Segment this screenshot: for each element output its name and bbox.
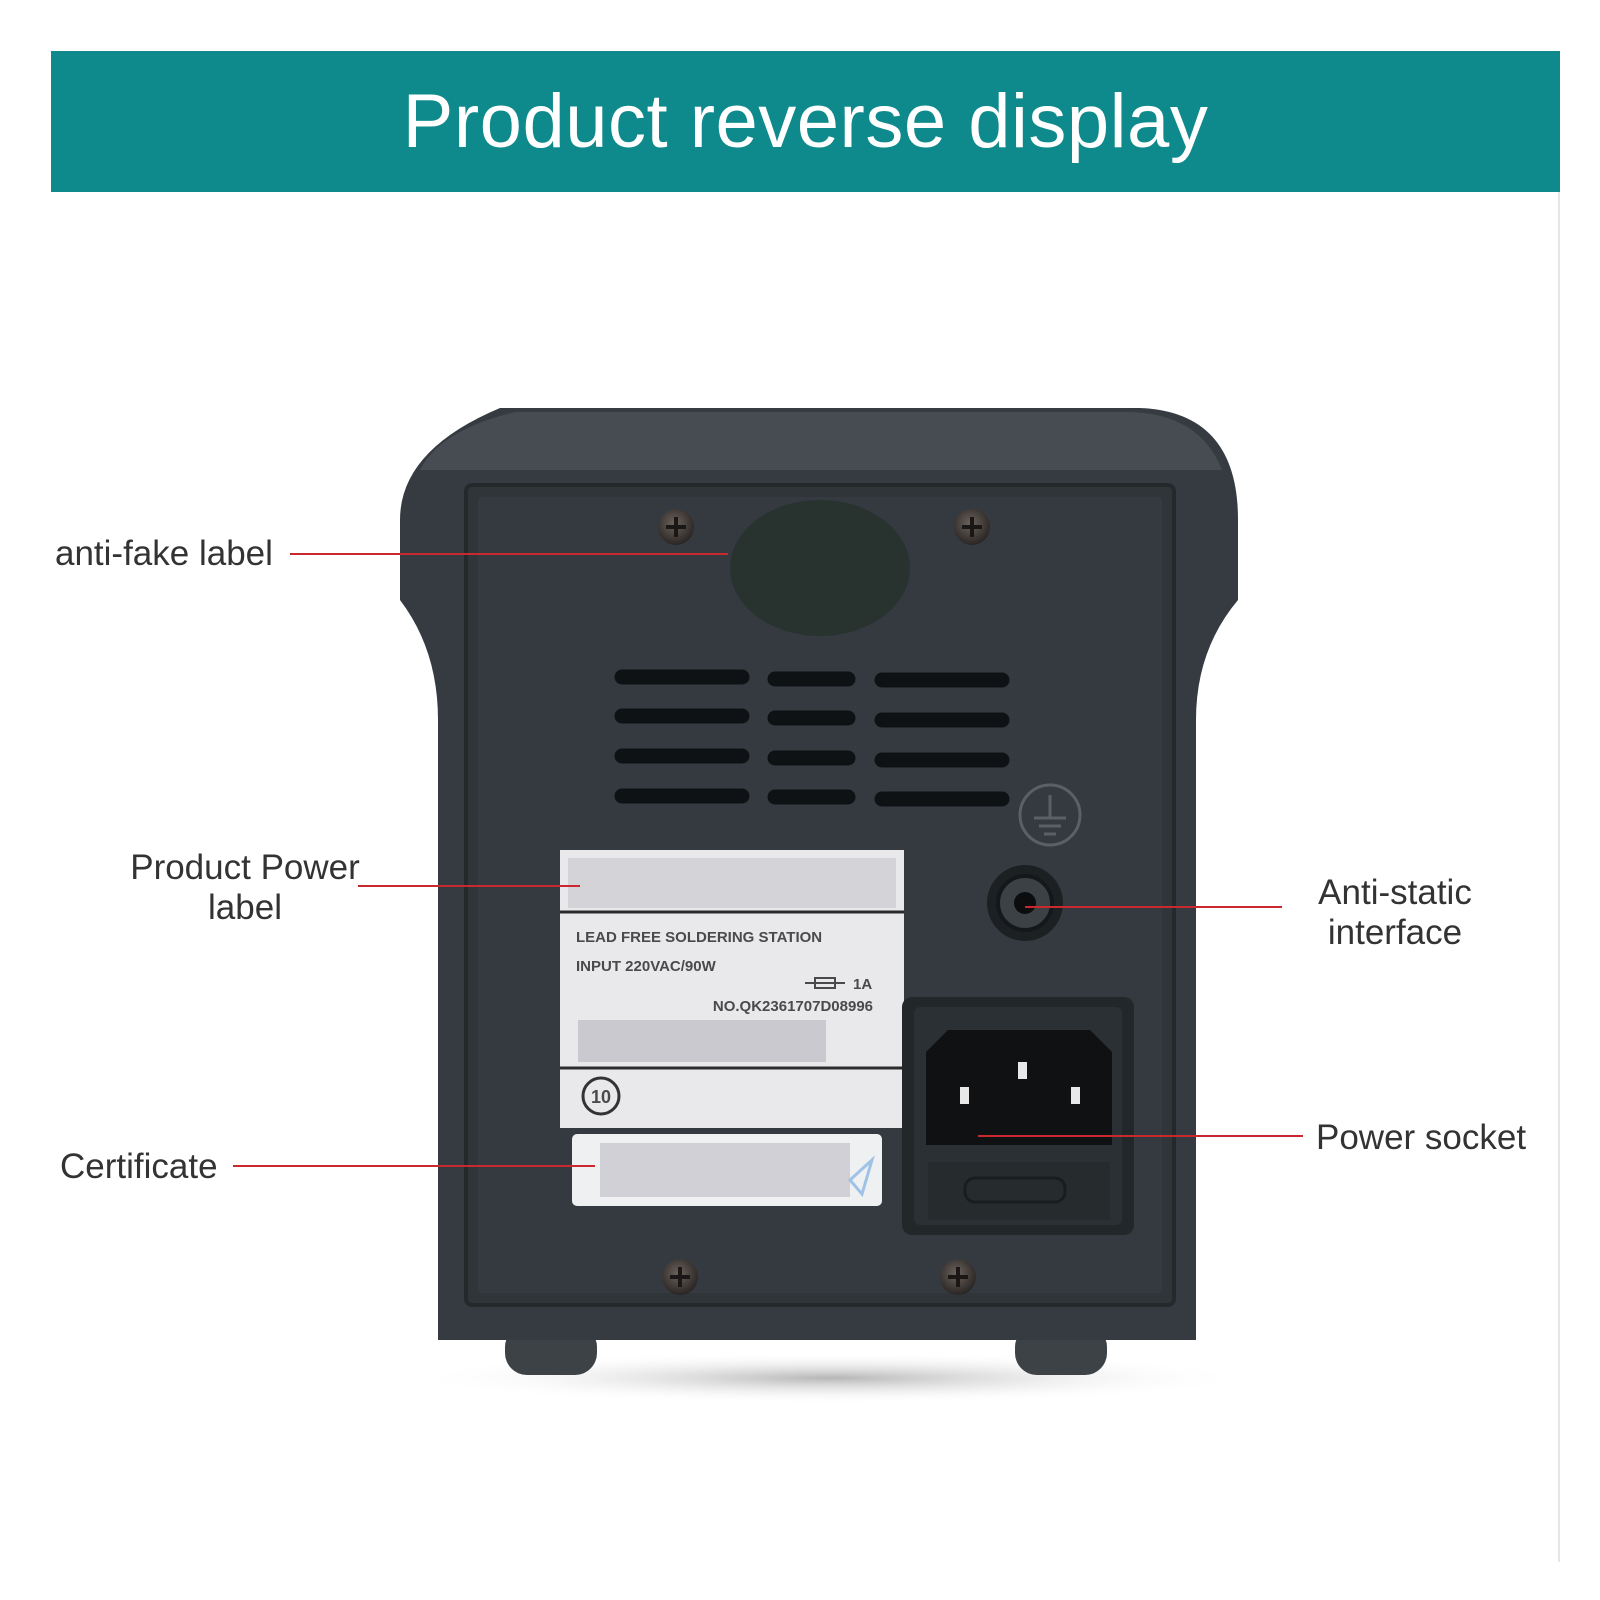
callout-product-power-line1: Product Power xyxy=(130,848,360,887)
rating-label-serial: NO.QK2361707D08996 xyxy=(713,998,873,1015)
page-title: Product reverse display xyxy=(402,79,1209,164)
screw-icon xyxy=(954,509,990,545)
callout-anti-fake-label: anti-fake label xyxy=(55,534,273,573)
callout-anti-static-line1: Anti-static xyxy=(1318,873,1472,912)
screw-icon xyxy=(940,1259,976,1295)
page-edge-divider xyxy=(1558,192,1560,1562)
certificate-sticker xyxy=(572,1134,882,1206)
screw-icon xyxy=(658,509,694,545)
rating-label-symbol: 10 xyxy=(591,1087,611,1107)
anti-static-jack xyxy=(987,865,1063,941)
ground-symbol-icon xyxy=(1018,783,1082,847)
anti-fake-label-sticker xyxy=(730,500,910,636)
fuse-icon xyxy=(805,977,845,989)
ventilation-grille xyxy=(614,669,1010,807)
callout-power-socket: Power socket xyxy=(1316,1118,1527,1157)
callout-leader-lines xyxy=(233,553,1303,1167)
callout-product-power-line2: label xyxy=(208,888,282,927)
environmental-use-period-icon: 10 xyxy=(581,1076,621,1116)
power-rating-label: LEAD FREE SOLDERING STATION INPUT 220VAC… xyxy=(560,850,904,1128)
housing-top-highlight xyxy=(420,412,1222,470)
callout-anti-static-interface: Anti-static interface xyxy=(1300,873,1490,953)
rating-label-line1: LEAD FREE SOLDERING STATION xyxy=(576,929,822,946)
rating-label-line2: INPUT 220VAC/90W xyxy=(576,958,717,975)
callout-anti-static-line2: interface xyxy=(1327,913,1463,952)
screw-icon xyxy=(662,1259,698,1295)
callout-product-power-label: Product Power label xyxy=(120,848,370,928)
callout-certificate: Certificate xyxy=(60,1147,218,1186)
title-banner: Product reverse display xyxy=(51,51,1560,192)
rating-label-fuse: 1A xyxy=(853,976,872,993)
power-socket xyxy=(902,997,1134,1235)
